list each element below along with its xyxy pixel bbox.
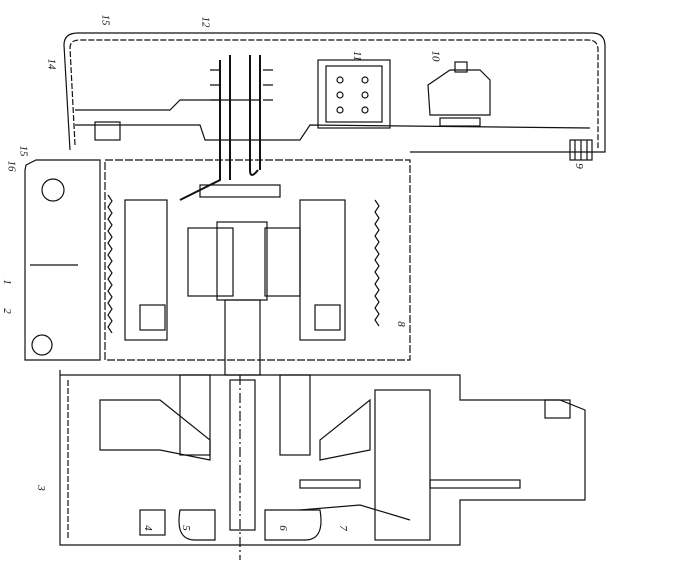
label-2: 2 xyxy=(0,308,13,314)
terminal-box-housing xyxy=(63,32,606,153)
label-9-cable-gland: 9 xyxy=(572,163,585,169)
label-12-cable-bundle: 12 xyxy=(199,16,212,28)
label-6: 6 xyxy=(276,525,289,531)
cable-bundle-12 xyxy=(179,55,273,201)
label-16-bracket: 16 xyxy=(5,160,18,172)
label-8: 8 xyxy=(394,321,407,327)
device-10 xyxy=(427,61,491,127)
motor-section xyxy=(104,159,411,376)
gearbox-housing-3 xyxy=(59,370,586,560)
label-1: 1 xyxy=(0,279,13,285)
cable-gland xyxy=(569,139,593,161)
label-3-gearbox: 3 xyxy=(34,485,47,491)
label-14-housing: 14 xyxy=(45,58,58,70)
label-15-cover: 15 xyxy=(99,14,112,26)
label-7: 7 xyxy=(336,525,349,531)
terminal-block-11 xyxy=(317,59,391,129)
label-10-device: 10 xyxy=(429,50,442,62)
label-11-terminal-block: 11 xyxy=(351,50,364,62)
label-4: 4 xyxy=(141,525,154,531)
mounting-bracket-16 xyxy=(24,159,101,361)
label-5: 5 xyxy=(179,525,192,531)
label-15-fastener: 15 xyxy=(17,145,30,157)
